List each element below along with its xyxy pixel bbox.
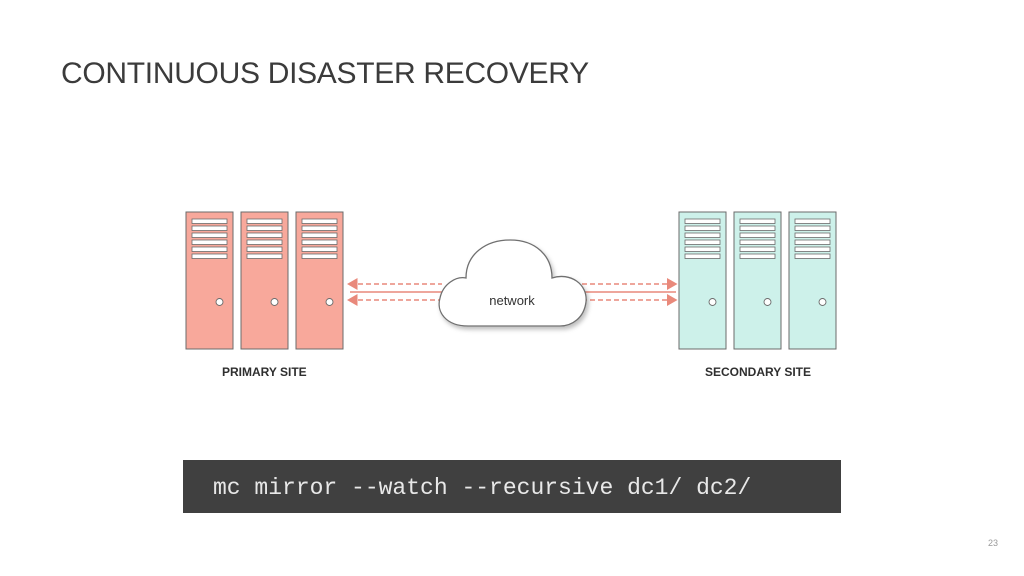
page-number: 23 xyxy=(988,538,999,548)
secondary-site-servers xyxy=(678,211,837,350)
slide-title: CONTINUOUS DISASTER RECOVERY xyxy=(61,57,589,90)
primary-site-label: PRIMARY SITE xyxy=(222,365,307,379)
network-label: network xyxy=(489,293,535,308)
server-icon xyxy=(788,211,837,350)
primary-site-servers xyxy=(185,211,344,350)
command-box: mc mirror --watch --recursive dc1/ dc2/ xyxy=(183,460,841,513)
server-icon xyxy=(295,211,344,350)
server-icon xyxy=(240,211,289,350)
secondary-link-lines xyxy=(582,278,678,306)
primary-link-lines xyxy=(347,278,442,306)
server-icon xyxy=(185,211,234,350)
command-text: mc mirror --watch --recursive dc1/ dc2/ xyxy=(213,475,752,501)
server-icon xyxy=(733,211,782,350)
secondary-site-label: SECONDARY SITE xyxy=(705,365,812,379)
server-icon xyxy=(678,211,727,350)
network-cloud-icon: network xyxy=(438,239,587,327)
